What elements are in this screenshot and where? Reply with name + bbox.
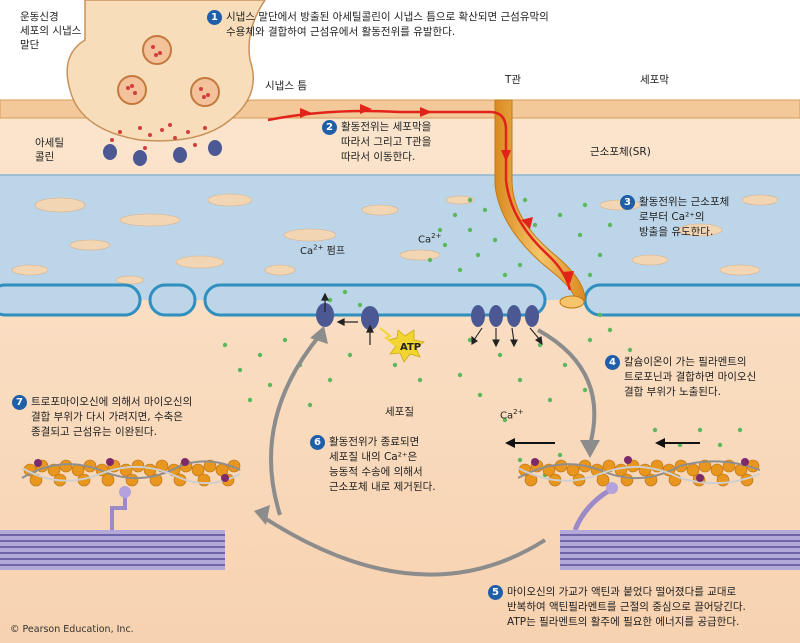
motor-neuron-terminal-label: 운동신경 세포의 시냅스 말단 (20, 11, 82, 51)
ca-label-sr: Ca2+ (418, 232, 442, 246)
ca-release-arrows (471, 327, 543, 348)
t-tubule-opening (559, 295, 585, 309)
ca-pump-arrows (321, 292, 374, 345)
t-tubule-ap-arrowhead (521, 217, 533, 229)
t-tubule-ap-arrowhead (562, 271, 574, 284)
vesicle (117, 75, 147, 105)
action-potential-arrowhead (420, 107, 432, 117)
step-text: 활동전위는 세포막을 따라서 그리고 T관을 따라서 이동한다. (341, 121, 432, 163)
atp-label: ATP (400, 342, 422, 353)
sarcolemma-label: 세포막 (640, 74, 669, 86)
vesicle (142, 35, 172, 65)
sr-label: 근소포체(SR) (590, 146, 651, 158)
synaptic-cleft-label: 시냅스 틈 (265, 80, 307, 92)
step-number: 4 (605, 355, 620, 370)
t-tubule-ap-arrow (489, 110, 572, 291)
cytosol-label: 세포질 (385, 406, 414, 418)
sliding-direction-arrows (505, 438, 700, 448)
thin-filament-contracting (517, 456, 761, 487)
step-7: 7 트로포마이오신에 의해서 마이오신의 결합 부위가 다시 가려지면, 수축은 … (12, 395, 192, 440)
myosin-head-crossbridge (572, 487, 612, 531)
action-potential-arrowhead (360, 104, 372, 114)
vesicle (190, 77, 220, 107)
thick-filament-relaxed (0, 530, 225, 570)
step-text: 마이오신의 가교가 액틴과 붙었다 떨어졌다를 교대로 반복하여 액틴필라멘트를… (507, 586, 746, 628)
atp-lightning (379, 327, 397, 347)
thick-filament-contracting (560, 530, 800, 570)
ca-pump-label: Ca2+ 펌프 (300, 243, 346, 257)
ca-label-cytosol: Ca2+ (500, 408, 524, 422)
relax-cycle-arrowhead (254, 505, 270, 525)
step-text: 칼슘이온이 가는 필라멘트의 트로포닌과 결합하면 마이오신 결합 부위가 노출… (624, 356, 757, 398)
ca-cycle-arrow-right (537, 328, 597, 446)
sr-cisternae (0, 283, 800, 317)
synaptic-vesicles (117, 35, 220, 107)
motor-neuron-terminal (66, 0, 266, 142)
step-4: 4 칼슘이온이 가는 필라멘트의 트로포닌과 결합하면 마이오신 결합 부위가 노… (605, 355, 756, 400)
step-3: 3 활동전위는 근소포체 로부터 Ca²⁺의 방출을 유도한다. (620, 195, 729, 240)
ca-cycle-arrowhead (580, 440, 600, 458)
ca-release-channels (471, 305, 539, 327)
step-number: 1 (207, 10, 222, 25)
step-text: 활동전위가 종료되면 세포질 내의 Ca²⁺은 능동적 수송에 의해서 근소포체… (329, 436, 436, 493)
step-number: 7 (12, 395, 27, 410)
myosin-head-relaxed-tip (119, 486, 131, 498)
step-number: 2 (322, 120, 337, 135)
step-number: 3 (620, 195, 635, 210)
step-6: 6 활동전위가 종료되면 세포질 내의 Ca²⁺은 능동적 수송에 의해서 근소포… (310, 435, 436, 495)
ach-receptors (103, 140, 222, 166)
step-text: 트로포마이오신에 의해서 마이오신의 결합 부위가 다시 가려지면, 수축은 종… (31, 396, 193, 438)
relax-cycle-arrow (258, 513, 547, 577)
step-5: 5 마이오신의 가교가 액틴과 붙었다 떨어졌다를 교대로 반복하여 액틴필라멘트… (488, 585, 746, 630)
calcium-ions (222, 197, 743, 478)
copyright-label: © Pearson Education, Inc. (10, 624, 134, 635)
step-1: 1 시냅스 말단에서 방출된 아세틸콜린이 시냅스 틈으로 확산되면 근섬유막의 … (207, 10, 549, 40)
t-tubule-ap-arrowhead (501, 150, 511, 162)
acetylcholine-label: 아세틸 콜린 (35, 137, 64, 163)
t-tubule-label: T관 (505, 74, 522, 86)
action-potential-arrow (267, 109, 490, 122)
thin-filament-relaxed (21, 458, 241, 487)
sarcoplasmic-reticulum (0, 175, 800, 300)
step-number: 6 (310, 435, 325, 450)
acetylcholine-molecules (110, 45, 210, 150)
step-number: 5 (488, 585, 503, 600)
myosin-head-crossbridge-tip (606, 482, 618, 494)
action-potential-arrowhead (300, 108, 312, 118)
step-text: 활동전위는 근소포체 로부터 Ca²⁺의 방출을 유도한다. (639, 196, 730, 238)
reuptake-cycle-arrowhead (310, 326, 328, 344)
reuptake-cycle-arrow (269, 333, 322, 516)
ca-pump (316, 303, 379, 330)
step-text: 시냅스 말단에서 방출된 아세틸콜린이 시냅스 틈으로 확산되면 근섬유막의 수… (226, 11, 549, 38)
step-2: 2 활동전위는 세포막을 따라서 그리고 T관을 따라서 이동한다. (322, 120, 431, 165)
